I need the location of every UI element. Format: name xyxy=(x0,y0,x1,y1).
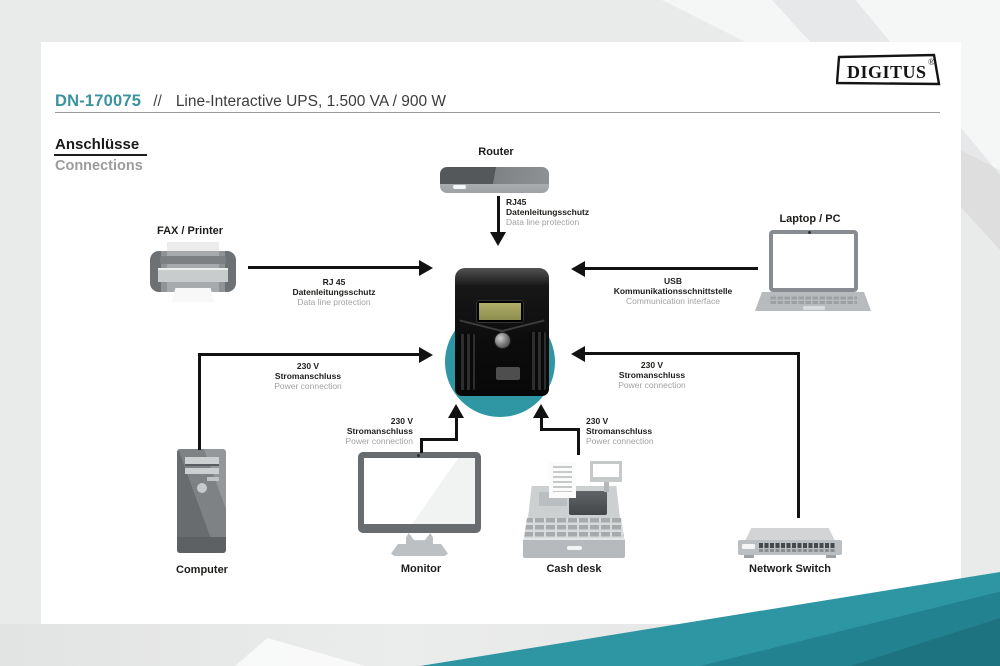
arrow-segment xyxy=(420,440,423,453)
background-facet-bottom xyxy=(235,638,365,666)
connection-label-fax: RJ 45 Datenleitungsschutz Data line prot… xyxy=(292,277,376,307)
arrow-segment xyxy=(540,418,543,430)
teal-wedge-darker xyxy=(850,618,1000,666)
ups-power-button xyxy=(494,332,511,349)
arrow-segment xyxy=(577,428,580,455)
arrow-segment xyxy=(198,355,201,450)
connection-label-router: RJ45 Datenleitungsschutz Data line prote… xyxy=(506,197,590,227)
arrow-segment xyxy=(248,266,419,269)
arrow-head xyxy=(419,347,433,363)
title-separator: // xyxy=(153,93,162,110)
cash-desk-icon xyxy=(523,460,625,558)
monitor-icon xyxy=(358,452,481,557)
device-label-laptop: Laptop / PC xyxy=(779,213,841,225)
arrow-segment xyxy=(420,438,458,441)
section-heading-underline xyxy=(54,154,147,156)
network-switch-icon xyxy=(738,528,842,558)
digitus-logo-text: DIGITUS xyxy=(847,62,927,82)
arrow-segment xyxy=(797,352,800,518)
device-label-fax-printer: FAX / Printer xyxy=(156,225,224,237)
connection-label-230v-left: 230 V Stromanschluss Power connection xyxy=(274,361,342,391)
arrow-segment xyxy=(585,267,758,270)
device-label-router: Router xyxy=(478,146,514,158)
arrow-head xyxy=(419,260,433,276)
fax-printer-icon xyxy=(150,242,236,304)
background-band-bottom xyxy=(0,624,1000,666)
section-heading-de: Anschlüsse xyxy=(55,136,140,153)
page-title: DN-170075 // Line-Interactive UPS, 1.500… xyxy=(55,92,446,111)
device-label-network-switch: Network Switch xyxy=(749,563,831,575)
device-label-computer: Computer xyxy=(176,564,228,576)
arrow-head xyxy=(533,404,549,418)
arrow-segment xyxy=(497,196,500,232)
product-title: Line-Interactive UPS, 1.500 VA / 900 W xyxy=(175,93,447,110)
arrow-segment xyxy=(585,352,800,355)
section-heading-en: Connections xyxy=(55,158,143,174)
arrow-segment xyxy=(198,353,419,356)
model-number: DN-170075 xyxy=(55,92,142,110)
device-label-cash-desk: Cash desk xyxy=(546,563,602,575)
arrow-segment xyxy=(455,418,458,440)
laptop-icon xyxy=(755,230,871,314)
arrow-head xyxy=(490,232,506,246)
ups-icon xyxy=(455,268,549,396)
arrow-head xyxy=(448,404,464,418)
arrow-head xyxy=(571,261,585,277)
device-label-monitor: Monitor xyxy=(400,563,442,575)
arrow-segment xyxy=(540,428,580,431)
connection-label-230v-cashdesk: 230 V Stromanschluss Power connection xyxy=(586,416,654,446)
connection-label-230v-monitor: 230 V Stromanschluss Power connection xyxy=(345,416,413,446)
registered-mark: ® xyxy=(928,57,935,67)
digitus-logo: DIGITUS ® xyxy=(836,53,941,86)
computer-icon xyxy=(177,449,226,553)
header-rule xyxy=(55,112,940,113)
router-icon xyxy=(440,167,549,193)
connection-label-usb: USB Kommunikationsschnittstelle Communic… xyxy=(613,276,733,306)
connection-label-230v-right: 230 V Stromanschluss Power connection xyxy=(618,360,686,390)
ups-lcd xyxy=(477,301,523,322)
arrow-head xyxy=(571,346,585,362)
